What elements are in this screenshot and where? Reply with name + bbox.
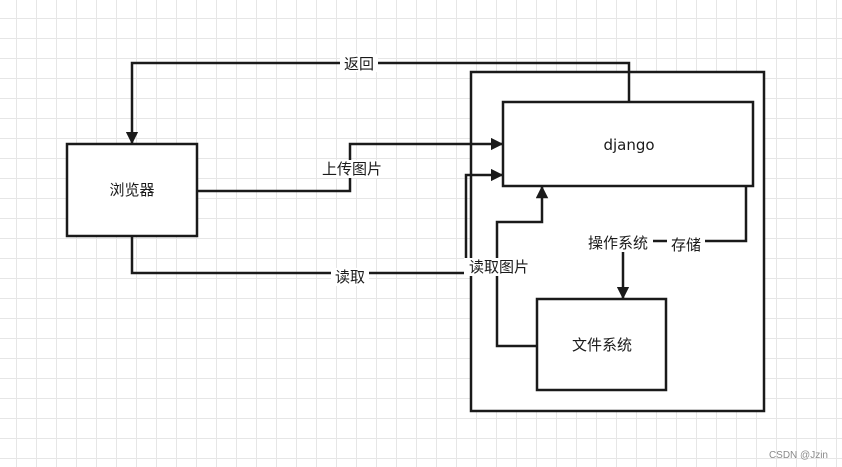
edge-read-image [495, 185, 549, 348]
edge-label-upload: 上传图片 [322, 160, 382, 178]
browser-node [65, 142, 199, 238]
django-label: django [603, 136, 654, 154]
edge-label-read: 读取 [335, 268, 365, 286]
edge-label-return: 返回 [344, 55, 374, 73]
edge-label-read-image: 读取图片 [469, 258, 529, 276]
edge-label-os: 操作系统 [588, 234, 648, 252]
edge-label-store: 存储 [671, 236, 701, 254]
django-node [501, 100, 755, 188]
filesystem-label: 文件系统 [572, 336, 632, 354]
filesystem-node [535, 297, 668, 392]
watermark: CSDN @Jzin [768, 450, 828, 461]
browser-label: 浏览器 [109, 181, 154, 199]
edge-return [125, 61, 631, 145]
